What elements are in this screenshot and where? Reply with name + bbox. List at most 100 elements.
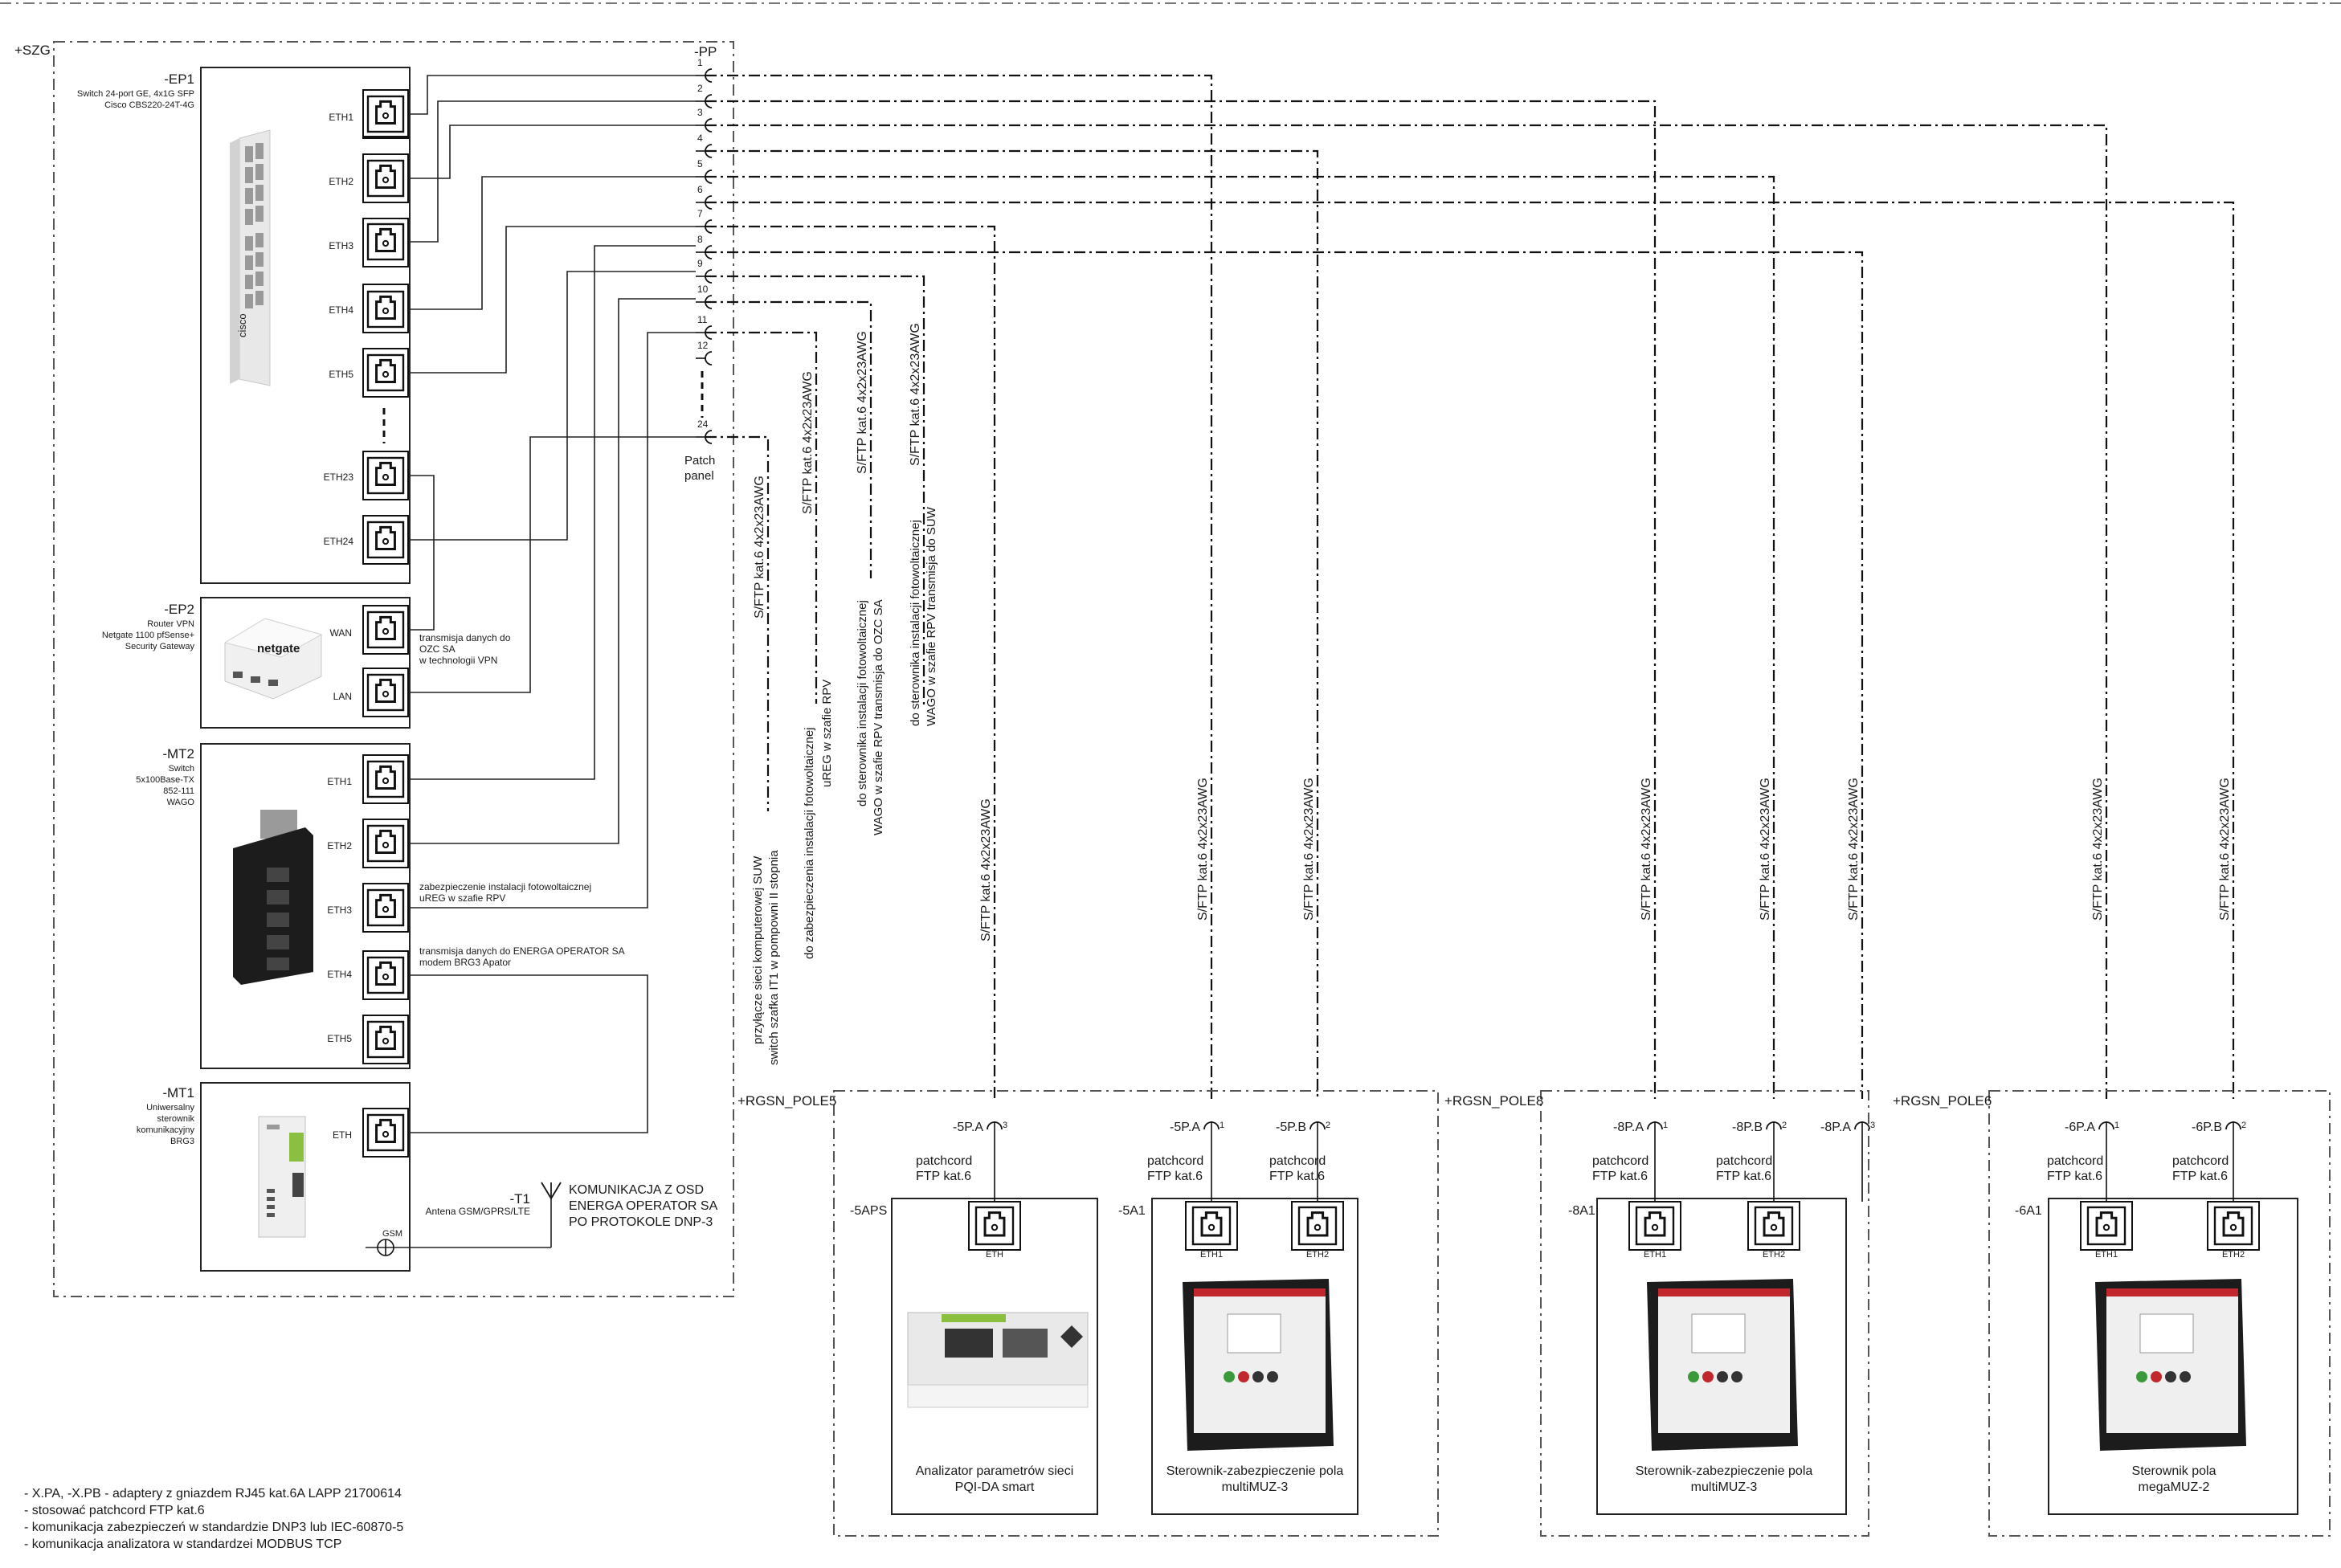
pole8-id: +RGSN_POLE8 [1444,1093,1543,1109]
dev-8a1-caption-line1: Sterownik-zabezpieczenie pola [1636,1464,1813,1478]
dev-5aps-id: -5APS [850,1204,887,1218]
rj45-ep1-port-7 [366,521,405,559]
pole6-plug2-num: 2 [2241,1121,2246,1130]
cable-spec-pp10: S/FTP kat.6 4x2x23AWG [856,331,869,474]
ep1-port-eth2-label: ETH2 [329,176,353,187]
t1-note-line1: KOMUNIKACJA Z OSD [569,1183,704,1197]
dev-5a1-port2-label: ETH2 [1306,1250,1329,1260]
rj45-5a1-eth1 [1185,1201,1238,1251]
mt1-desc-line4: BRG3 [170,1137,194,1146]
pole8-patchcord-a-line1: patchcord [1592,1154,1649,1168]
netgate-router-picture: netgate [223,618,323,700]
plug-symbol-4 [1647,1121,1663,1202]
pole8-patchcord-b-line2: FTP kat.6 [1716,1170,1771,1183]
dev-8a1-port1-label: ETH1 [1644,1250,1666,1260]
rj45-6a1-eth2 [2207,1201,2260,1251]
mt1-id: -MT1 [162,1085,194,1100]
ep1-port-eth1-label: ETH1 [329,112,353,123]
cable-spec-8pb2: S/FTP kat.6 4x2x23AWG [1759,778,1772,921]
cable-spec-6pa1: S/FTP kat.6 4x2x23AWG [2091,778,2105,921]
cable-spec-5pa3: S/FTP kat.6 4x2x23AWG [979,798,993,941]
gsm-label: GSM [382,1229,402,1239]
pole6-patchcord-a-line2: FTP kat.6 [2047,1170,2102,1183]
ep1-port-eth5: ETH5 [329,369,353,380]
port-frame-ep1-4 [362,284,409,333]
mid-label-4-line2: WAGO w szafie RPV transmisja do SUW [925,506,938,726]
mt1-controller: -MT1 Uniwersalny sterownik komunikacyjny… [137,1082,411,1272]
cable-spec-5pa1: S/FTP kat.6 4x2x23AWG [1196,778,1210,921]
dev-5a1-caption-line1: Sterownik-zabezpieczenie pola [1166,1464,1344,1478]
field-rgsn-pole6: +RGSN_POLE6 -6P.A 1 -6P.B 2 patchcord FT… [1893,1090,2331,1537]
plug-symbol-7 [2098,1121,2114,1202]
ep1-port-eth5-label: ETH5 [329,369,353,380]
pole6-id: +RGSN_POLE6 [1893,1093,1992,1109]
dev-5aps-caption-line1: Analizator parametrów sieci [916,1464,1074,1478]
pole6-plug1-name: -6P.A [2065,1121,2095,1134]
mt1-port-eth-label: ETH [333,1129,352,1141]
rj45-8a1-eth2 [1747,1201,1800,1251]
patch-number-24: 24 [697,419,709,430]
szg-label: +SZG [14,43,51,58]
rj45-ep1-port-6 [366,456,405,495]
patch-number-7: 7 [697,208,703,219]
cisco-logo-text: cisco [236,313,248,337]
pole5-id: +RGSN_POLE5 [737,1093,836,1109]
mt1-desc-line3: komunikacyjny [137,1125,195,1135]
port-frame-ep1-1 [362,89,409,139]
ep1-port-eth2: ETH2 [329,176,353,187]
dev-6a1-id: -6A1 [2015,1204,2042,1218]
dev-6a1-caption-line2: megaMUZ-2 [2139,1480,2210,1494]
dev-8a1-id: -8A1 [1568,1204,1595,1218]
plug-symbol-2 [1203,1121,1220,1202]
rj45-mt2-port-2 [366,824,405,863]
field-rgsn-pole8: +RGSN_POLE8 -8P.A 1 -8P.B 2 -8P.A 3 patc… [1444,1090,1875,1537]
mid-label-3-line1: do sterownika instalacji fotowoltaicznej [856,600,869,806]
gsm-connector-symbol: GSM [366,1229,410,1256]
pole8-plug3-num: 3 [1870,1121,1875,1130]
ep1-port-eth1: ETH1 [329,112,353,123]
brg3-module-picture [258,1116,306,1238]
pole5-plug1-num: 3 [1003,1121,1007,1130]
rj45-ep2-port-2 [366,673,405,712]
pole8-frame [1540,1090,1869,1537]
ep1-switch: -EP1 Switch 24-port GE, 4x1G SFP Cisco C… [77,67,411,584]
muz-picture-5a1 [1183,1279,1334,1451]
patch-jack-5: 5 [696,158,713,184]
pole8-plug2-num: 2 [1782,1121,1787,1130]
pole8-plug1-num: 1 [1663,1121,1668,1130]
mid-label-1-line2: switch szafka IT1 w pompowni II stopnia [767,850,781,1065]
plug-symbol-5 [1766,1121,1782,1202]
dev-8a1-port2-label: ETH2 [1763,1250,1785,1260]
mt2-port-eth2-label: ETH2 [327,840,352,851]
mt2-desc-line3: 852-111 [163,786,194,796]
pole6-plug1-num: 1 [2114,1121,2119,1130]
note-line-1: - X.PA, -X.PB - adaptery z gniazdem RJ45… [24,1487,402,1501]
pole5-plug2-num: 1 [1220,1121,1224,1130]
pole6-plug2-name: -6P.B [2192,1121,2222,1134]
rj45-8a1-eth1 [1628,1201,1681,1251]
pp-label: -PP [694,44,717,59]
mt2-note-eth3-line1: zabezpieczenie instalacji fotowoltaiczne… [419,881,591,892]
patch-panel-label-line1: Patch [684,454,715,468]
muz-device-pictures [1183,1279,2246,1451]
patch-number-9: 9 [697,258,703,269]
ep1-port-eth4: ETH4 [329,304,353,316]
mt2-switch: -MT2 Switch 5x100Base-TX 852-111 WAGO ET… [136,743,625,1069]
dev-5a1-caption-line2: multiMUZ-3 [1222,1480,1289,1494]
rj45-mt2-port-4 [366,956,405,994]
mid-label-2-line2: uREG w szafie RPV [820,680,834,787]
mt2-box [200,743,411,1069]
mt2-desc-line2: 5x100Base-TX [136,775,194,785]
rj45-mt2-port-1 [366,760,405,798]
rj45-ep1-port-3 [366,223,405,261]
mt2-port-eth3-label: ETH3 [327,904,352,916]
rj45-mt2-port-5 [366,1020,405,1059]
pqi-da-picture [907,1312,1089,1408]
rj45-6a1-eth1 [2080,1201,2133,1251]
patch-number-1: 1 [697,57,703,68]
dev-6a1-caption-line1: Sterownik pola [2132,1464,2216,1478]
ep1-id: -EP1 [164,71,194,87]
ep2-desc-line1: Router VPN [147,619,194,629]
patch-jack-11: 11 [696,314,713,340]
mid-label-1-line1: przyłącze sieci komputerowej SUW [751,855,765,1044]
